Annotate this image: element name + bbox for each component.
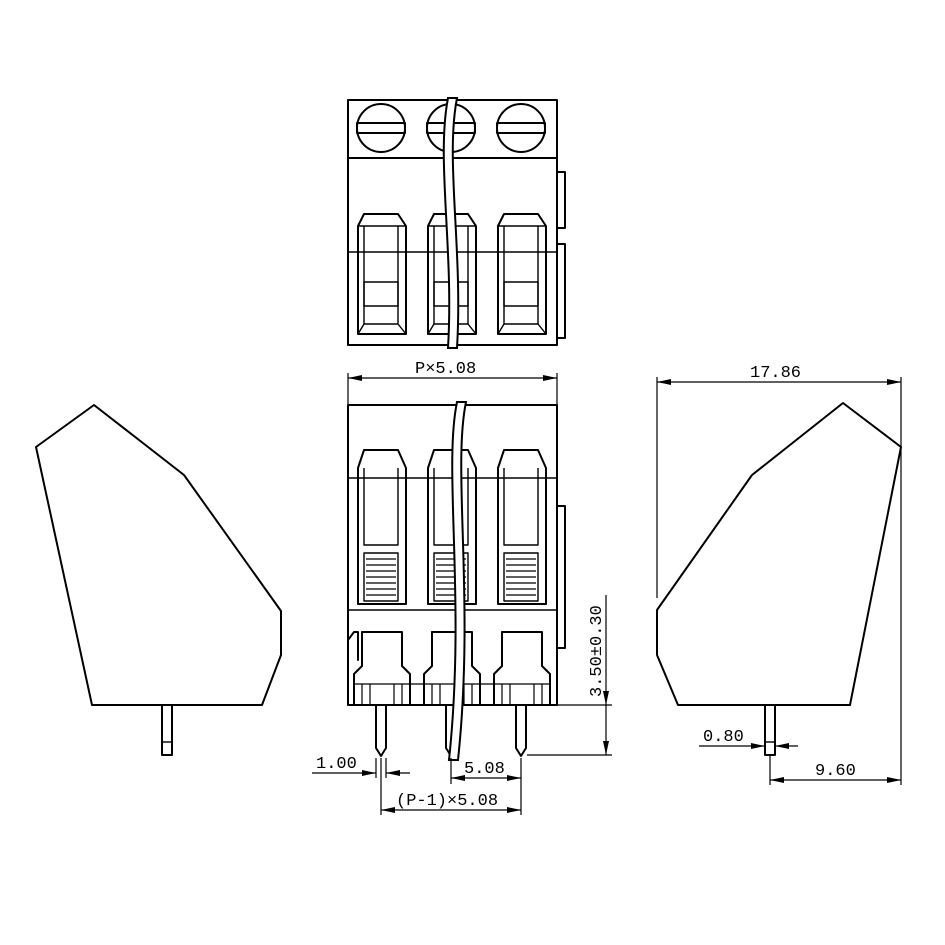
pin-offset-label: 9.60: [815, 762, 856, 781]
screw-head: [356, 103, 406, 153]
span-label: (P-1)×5.08: [396, 792, 498, 811]
break-line: [442, 97, 460, 349]
wire-entry: [427, 213, 477, 335]
wire-entry: [357, 449, 407, 605]
dimension-length: 17.86: [656, 364, 902, 598]
wire-entry: [427, 449, 477, 605]
dimension-width: P×5.08: [347, 360, 558, 405]
dimension-span: (P-1)×5.08: [380, 758, 522, 815]
dimension-pin-thickness: 0.80: [699, 728, 798, 749]
pin: [375, 704, 387, 757]
pin-thickness-label: 0.80: [703, 728, 744, 747]
wire-entry: [357, 213, 407, 335]
pin-width-label: 1.00: [316, 755, 357, 774]
right-side-view: [656, 402, 902, 756]
break-line: [447, 401, 468, 761]
dimension-pin-width: 1.00: [312, 755, 410, 778]
wire-entry: [497, 213, 547, 335]
screw-head: [496, 103, 546, 153]
pitch-label: 5.08: [464, 760, 505, 779]
width-label: P×5.08: [415, 360, 476, 379]
clamp-ridges: [366, 558, 536, 596]
top-view: [347, 97, 566, 349]
wire-entry: [497, 449, 547, 605]
pin: [515, 704, 527, 757]
front-view: [347, 401, 566, 761]
dimension-height: 3.50±0.30: [527, 595, 612, 756]
dimension-pin-offset: 9.60: [769, 447, 902, 785]
dimension-pitch: 5.08: [450, 758, 522, 784]
base-ribs: [354, 683, 550, 705]
height-label: 3.50±0.30: [588, 605, 607, 697]
length-label: 17.86: [750, 364, 801, 383]
left-side-view: [35, 404, 282, 756]
